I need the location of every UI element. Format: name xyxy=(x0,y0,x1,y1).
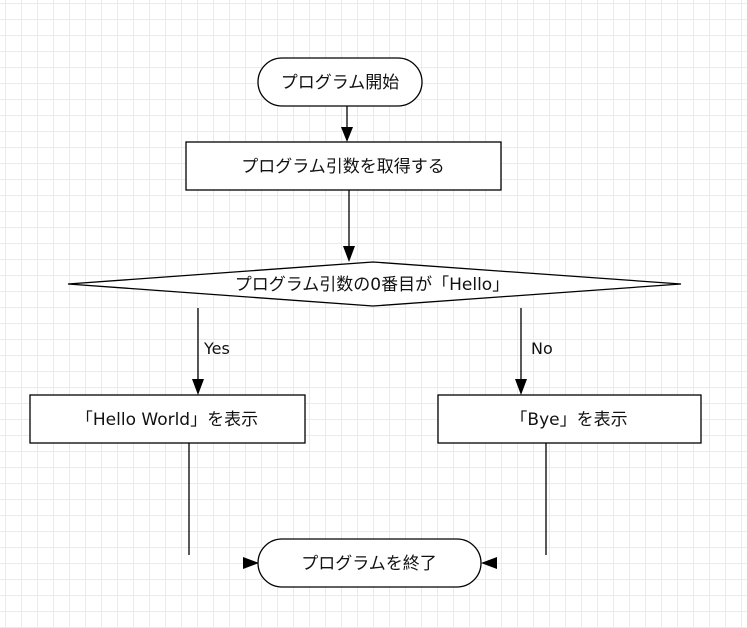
edge-start-to-get-args xyxy=(341,106,353,142)
edge-decision-to-show-bye xyxy=(515,308,527,395)
node-end-terminator[interactable]: プログラムを終了 xyxy=(257,538,482,588)
edge-decision-to-show-hello xyxy=(192,308,204,395)
edge-label-yes: Yes xyxy=(203,339,230,358)
edge-show-bye-to-end xyxy=(481,443,547,569)
node-show-bye-label: 「Bye」を表示 xyxy=(510,410,627,430)
edge-label-no: No xyxy=(531,339,553,358)
node-decision-diamond[interactable]: プログラム引数の0番目が「Hello」 xyxy=(67,261,682,307)
edge-get-args-to-decision xyxy=(343,190,355,262)
node-show-bye-process[interactable]: 「Bye」を表示 xyxy=(437,394,702,444)
node-start-terminator[interactable]: プログラム開始 xyxy=(257,57,423,107)
node-show-hello-label: 「Hello World」を表示 xyxy=(76,410,258,430)
node-end-label: プログラムを終了 xyxy=(301,554,437,574)
edge-show-hello-to-end xyxy=(188,443,259,569)
node-get-args-process[interactable]: プログラム引数を取得する xyxy=(185,141,502,191)
node-get-args-label: プログラム引数を取得する xyxy=(241,157,445,177)
node-start-label: プログラム開始 xyxy=(281,73,400,93)
node-decision-label: プログラム引数の0番目が「Hello」 xyxy=(235,275,509,295)
node-show-hello-process[interactable]: 「Hello World」を表示 xyxy=(29,394,306,444)
